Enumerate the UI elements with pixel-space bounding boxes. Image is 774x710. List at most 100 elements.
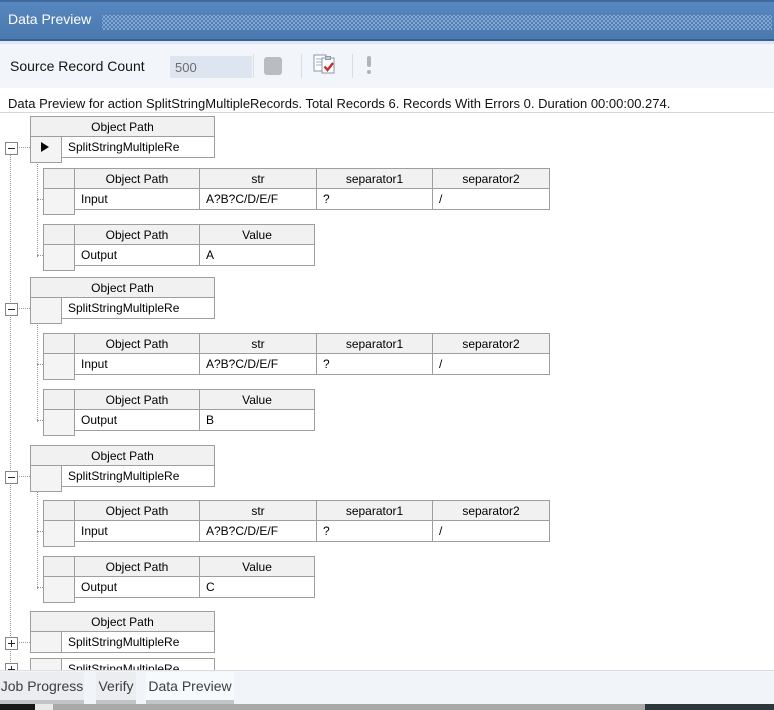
object-path-cell[interactable]: Output: [74, 244, 200, 266]
output-row[interactable]: Output A: [43, 244, 315, 266]
bottom-bar-scrollbar[interactable]: [53, 704, 645, 710]
column-header[interactable]: Object Path: [74, 556, 200, 577]
value-cell[interactable]: A: [199, 244, 315, 266]
row-selector[interactable]: [43, 520, 75, 542]
record-table: Object Path SplitStringMultipleRe: [30, 116, 215, 163]
object-path-cell[interactable]: Output: [74, 576, 200, 598]
record-row[interactable]: SplitStringMultipleRe: [30, 465, 215, 487]
tree-line: [37, 255, 43, 256]
row-selector[interactable]: [30, 297, 62, 319]
row-selector[interactable]: [30, 658, 62, 670]
record-table: Object Path SplitStringMultipleRe: [30, 445, 215, 492]
tree-line: [37, 531, 43, 532]
record-table: Object Path SplitStringMultipleRe: [30, 611, 215, 653]
object-path-cell[interactable]: SplitStringMultipleRe: [61, 465, 215, 487]
column-header[interactable]: Object Path: [30, 611, 215, 632]
expand-toggle-icon[interactable]: [5, 637, 18, 650]
source-record-count-input[interactable]: [170, 56, 252, 78]
value-cell[interactable]: B: [199, 409, 315, 431]
row-selector[interactable]: [30, 631, 62, 653]
object-path-cell[interactable]: SplitStringMultipleRe: [61, 136, 215, 158]
column-header[interactable]: separator2: [432, 168, 550, 189]
row-selector[interactable]: [43, 409, 75, 431]
row-selector-stub: [43, 597, 75, 603]
column-header[interactable]: Object Path: [74, 500, 200, 521]
row-selector[interactable]: [30, 136, 62, 158]
value-cell[interactable]: C: [199, 576, 315, 598]
stop-icon[interactable]: [264, 57, 282, 75]
object-path-cell[interactable]: SplitStringMultipleRe: [61, 631, 215, 653]
tree-line: [17, 308, 30, 309]
collapse-toggle-icon[interactable]: [5, 142, 18, 155]
object-path-cell[interactable]: SplitStringMultipleRe: [61, 297, 215, 319]
column-header[interactable]: Value: [199, 224, 315, 245]
str-cell[interactable]: A?B?C/D/E/F: [199, 188, 317, 210]
titlebar-grip-pattern: [102, 15, 772, 30]
column-header[interactable]: Object Path: [74, 224, 200, 245]
separator1-cell[interactable]: ?: [316, 188, 433, 210]
column-header[interactable]: str: [199, 168, 317, 189]
column-header[interactable]: separator1: [316, 333, 433, 354]
column-header[interactable]: Object Path: [30, 277, 215, 298]
tab-data-preview[interactable]: Data Preview: [146, 672, 234, 700]
tree-line: [37, 488, 38, 589]
tree-line: [10, 153, 11, 668]
record-row[interactable]: SplitStringMultipleRe: [30, 297, 215, 319]
column-header[interactable]: separator1: [316, 168, 433, 189]
expand-toggle-icon[interactable]: [5, 663, 18, 670]
tab-verify[interactable]: Verify: [96, 672, 136, 700]
toolbar-separator: [253, 54, 254, 78]
record-row[interactable]: SplitStringMultipleRe: [30, 136, 215, 158]
column-header[interactable]: Value: [199, 556, 315, 577]
str-cell[interactable]: A?B?C/D/E/F: [199, 353, 317, 375]
corner-header: [43, 500, 75, 521]
input-row[interactable]: Input A?B?C/D/E/F ? /: [43, 188, 550, 210]
collapse-toggle-icon[interactable]: [5, 471, 18, 484]
collapse-toggle-icon[interactable]: [5, 303, 18, 316]
separator2-cell[interactable]: /: [432, 188, 550, 210]
output-table: Object Path Value Output A: [43, 224, 315, 271]
column-header[interactable]: Object Path: [30, 445, 215, 466]
separator2-cell[interactable]: /: [432, 353, 550, 375]
record-row[interactable]: SplitStringMultipleRe: [30, 658, 215, 670]
input-row[interactable]: Input A?B?C/D/E/F ? /: [43, 520, 550, 542]
column-header[interactable]: str: [199, 333, 317, 354]
object-path-cell[interactable]: Input: [74, 520, 200, 542]
column-header[interactable]: Object Path: [74, 168, 200, 189]
column-header[interactable]: Object Path: [74, 389, 200, 410]
source-record-count-label: Source Record Count: [10, 58, 145, 74]
panel-titlebar[interactable]: Data Preview: [0, 0, 774, 39]
row-selector[interactable]: [43, 188, 75, 210]
separator2-cell[interactable]: /: [432, 520, 550, 542]
row-selector[interactable]: [30, 465, 62, 487]
exclamation-bar: [367, 56, 371, 67]
input-row[interactable]: Input A?B?C/D/E/F ? /: [43, 353, 550, 375]
object-path-cell[interactable]: Input: [74, 353, 200, 375]
clipboard-check-icon[interactable]: [312, 53, 338, 77]
object-path-cell[interactable]: Output: [74, 409, 200, 431]
corner-header: [43, 333, 75, 354]
column-header[interactable]: separator2: [432, 333, 550, 354]
column-header[interactable]: Object Path: [74, 333, 200, 354]
toolbar-separator: [352, 54, 353, 78]
object-path-cell[interactable]: Input: [74, 188, 200, 210]
exclamation-icon[interactable]: [364, 56, 374, 76]
tree-line: [37, 159, 38, 257]
separator1-cell[interactable]: ?: [316, 353, 433, 375]
output-row[interactable]: Output C: [43, 576, 315, 598]
row-selector[interactable]: [43, 353, 75, 375]
column-header[interactable]: separator2: [432, 500, 550, 521]
row-selector[interactable]: [43, 244, 75, 266]
column-header[interactable]: Value: [199, 389, 315, 410]
bottom-bar-segment: [0, 704, 35, 710]
separator1-cell[interactable]: ?: [316, 520, 433, 542]
column-header[interactable]: separator1: [316, 500, 433, 521]
row-selector[interactable]: [43, 576, 75, 598]
record-row[interactable]: SplitStringMultipleRe: [30, 631, 215, 653]
object-path-cell[interactable]: SplitStringMultipleRe: [61, 658, 215, 670]
str-cell[interactable]: A?B?C/D/E/F: [199, 520, 317, 542]
tab-job-progress[interactable]: Job Progress: [0, 672, 84, 700]
column-header[interactable]: Object Path: [30, 116, 215, 137]
column-header[interactable]: str: [199, 500, 317, 521]
output-row[interactable]: Output B: [43, 409, 315, 431]
